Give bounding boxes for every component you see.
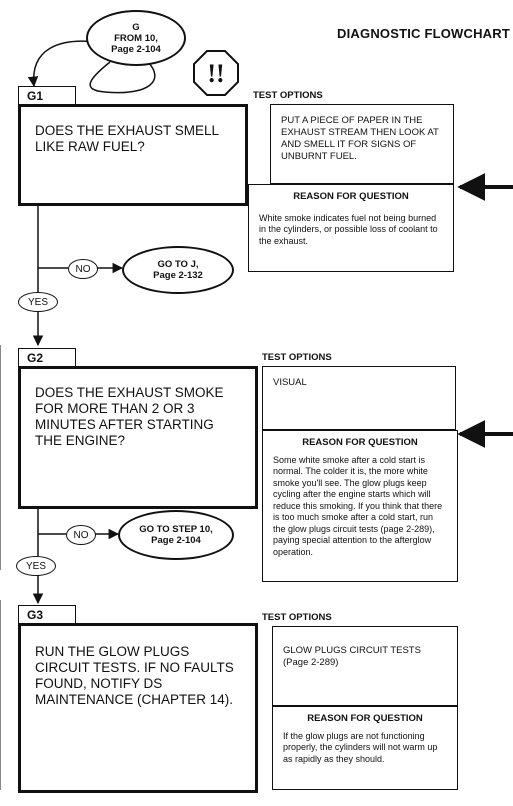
goto-oval-g1: GO TO J, Page 2-132 [122,246,234,294]
question-text-g2: DOES THE EXHAUST SMOKE FOR MORE THAN 2 O… [35,385,224,448]
test-options-label-g2: TEST OPTIONS [262,352,332,363]
test-options-label-g3: TEST OPTIONS [262,612,332,623]
reason-box-g1: REASON FOR QUESTION White smoke indicate… [248,184,454,272]
warning-symbol: !! [207,59,224,88]
entry-line-2: FROM 10, [114,32,158,44]
test-options-label-g1: TEST OPTIONS [253,90,323,101]
entry-loop [89,61,156,94]
yes-label-g1: YES [18,292,58,312]
entry-line-3: Page 2-104 [111,43,161,55]
test-options-box-g3: GLOW PLUGS CIRCUIT TESTS (Page 2-289) [272,626,458,706]
reason-label-g3: REASON FOR QUESTION [307,713,423,724]
reason-text-g3: If the glow plugs are not functioning pr… [283,730,438,764]
reason-text-g2: Some white smoke after a cold start is n… [273,454,443,557]
entry-line-1: G [132,21,140,33]
test-options-text-g3: GLOW PLUGS CIRCUIT TESTS (Page 2-289) [283,645,421,668]
entry-oval: G FROM 10, Page 2-104 [86,10,186,66]
question-box-g1: DOES THE EXHAUST SMELL LIKE RAW FUEL? [18,104,248,206]
question-text-g3: RUN THE GLOW PLUGS CIRCUIT TESTS. IF NO … [35,644,234,707]
question-text-g1: DOES THE EXHAUST SMELL LIKE RAW FUEL? [35,123,219,154]
reason-label-g2: REASON FOR QUESTION [302,437,418,448]
yes-label-g2: YES [16,556,56,576]
step-tab-g1: G1 [18,86,76,106]
goto-oval-g2: GO TO STEP 10, Page 2-104 [118,510,234,560]
no-label-g1: NO [68,259,98,279]
page-title: DIAGNOSTIC FLOWCHART [337,26,510,41]
goto-line-1-g2: GO TO STEP 10, [139,524,213,535]
question-box-g2: DOES THE EXHAUST SMOKE FOR MORE THAN 2 O… [18,366,258,509]
question-box-g3: RUN THE GLOW PLUGS CIRCUIT TESTS. IF NO … [18,623,258,793]
test-options-text-g2: VISUAL [273,377,307,388]
reason-box-g2: REASON FOR QUESTION Some white smoke aft… [262,430,458,582]
reason-box-g3: REASON FOR QUESTION If the glow plugs ar… [272,706,458,790]
step-tab-g2: G2 [18,348,76,368]
goto-line-1-g1: GO TO J, [157,259,199,270]
step-tab-g3: G3 [18,605,76,625]
reason-text-g1: White smoke indicates fuel not being bur… [259,212,438,246]
reason-label-g1: REASON FOR QUESTION [293,191,409,202]
warning-icon: !! [193,50,239,96]
no-label-g2: NO [66,525,96,545]
test-options-box-g1: PUT A PIECE OF PAPER IN THE EXHAUST STRE… [270,104,454,184]
test-options-box-g2: VISUAL [262,366,456,430]
entry-connector [27,40,98,88]
test-options-text-g1: PUT A PIECE OF PAPER IN THE EXHAUST STRE… [281,115,439,162]
goto-line-2-g1: Page 2-132 [153,270,203,281]
goto-line-2-g2: Page 2-104 [151,535,201,546]
